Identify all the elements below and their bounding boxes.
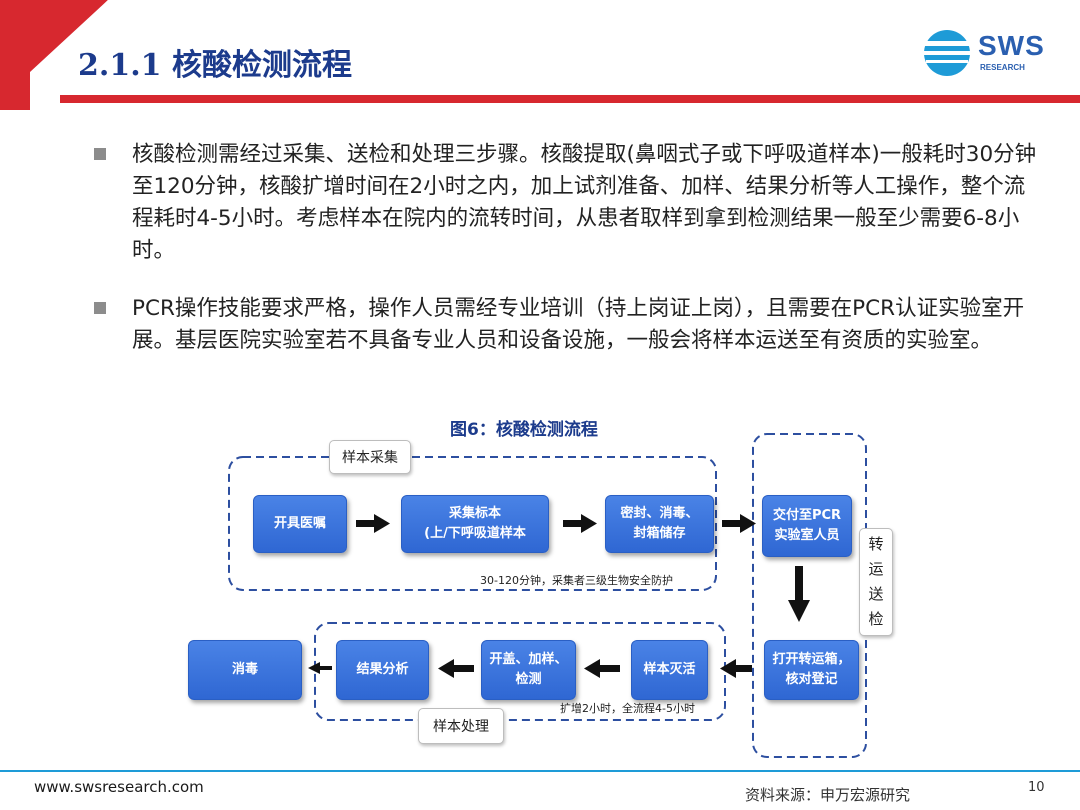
step-prescribe: 开具医嘱 [253,495,347,553]
page-title: 2.1.1 核酸检测流程 [78,48,352,83]
transport-char: 检 [868,610,884,628]
note-collect: 30-120分钟，采集者三级生物安全防护 [480,574,673,587]
step-open-register: 打开转运箱， 核对登记 [764,640,859,700]
step-label: 交付至PCR [772,508,842,523]
group-label-collect: 样本采集 [329,440,411,474]
step-inactivate: 样本灭活 [631,640,708,700]
step-label: 采集标本 [448,506,501,521]
step-label: 消毒 [231,662,258,677]
step-label: 实验室人员 [774,528,840,543]
transport-char: 转 [868,535,884,553]
group-label-transport: 转 运 送 检 [859,528,893,636]
figure-title: 图6：核酸检测流程 [450,420,598,440]
group-collect-border [228,456,717,591]
bullet-text-2: PCR操作技能要求严格，操作人员需经专业培训（持上岗证上岗），且需要在PCR认证… [132,296,1025,353]
arrow-right [356,514,390,533]
step-analyze: 结果分析 [336,640,429,700]
logo-subtext: RESEARCH [980,63,1025,72]
step-label: 开具医嘱 [273,516,326,531]
step-label: 密封、消毒、 [620,506,699,521]
group-transport-border [752,433,867,758]
step-collect-sample: 采集标本 (上/下呼吸道样本 [401,495,549,553]
arrow-right [563,514,597,533]
transport-char: 运 [868,560,884,578]
step-seal-store: 密封、消毒、 封箱储存 [605,495,714,553]
sws-logo: SWS RESEARCH [922,28,1062,78]
step-label: (上/下呼吸道样本 [424,526,526,541]
bullet-text-1: 核酸检测需经过采集、送检和处理三步骤。核酸提取(鼻咽式子或下呼吸道样本)一般耗时… [132,142,1037,263]
step-label: 结果分析 [356,662,409,677]
step-label: 开盖、加样、 [489,652,568,667]
step-label: 封箱储存 [633,526,686,541]
bullet-marker [94,302,106,314]
globe-icon [924,30,970,76]
step-deliver-pcr: 交付至PCR 实验室人员 [762,495,852,557]
step-test: 开盖、加样、 检测 [481,640,576,700]
step-label: 样本灭活 [643,662,696,677]
bullet-marker [94,148,106,160]
footer-url[interactable]: www.swsresearch.com [34,778,204,796]
arrow-left [584,659,620,678]
page-number: 10 [1028,780,1045,795]
transport-char: 送 [868,585,884,603]
logo-text: SWS [978,30,1045,61]
arrow-left-small [308,662,332,674]
arrow-left [720,659,752,678]
step-disinfect: 消毒 [188,640,302,700]
arrow-right [722,514,756,533]
group-label-process: 样本处理 [418,708,504,744]
footer-divider [0,770,1080,772]
step-label: 核对登记 [785,672,838,687]
footer-source: 资料来源：申万宏源研究 [745,786,911,804]
step-label: 打开转运箱， [772,652,851,667]
arrow-left [438,659,474,678]
step-label: 检测 [515,672,542,687]
note-process: 扩增2小时，全流程4-5小时 [560,702,695,715]
arrow-down [788,566,810,622]
header-banner [0,0,1080,110]
